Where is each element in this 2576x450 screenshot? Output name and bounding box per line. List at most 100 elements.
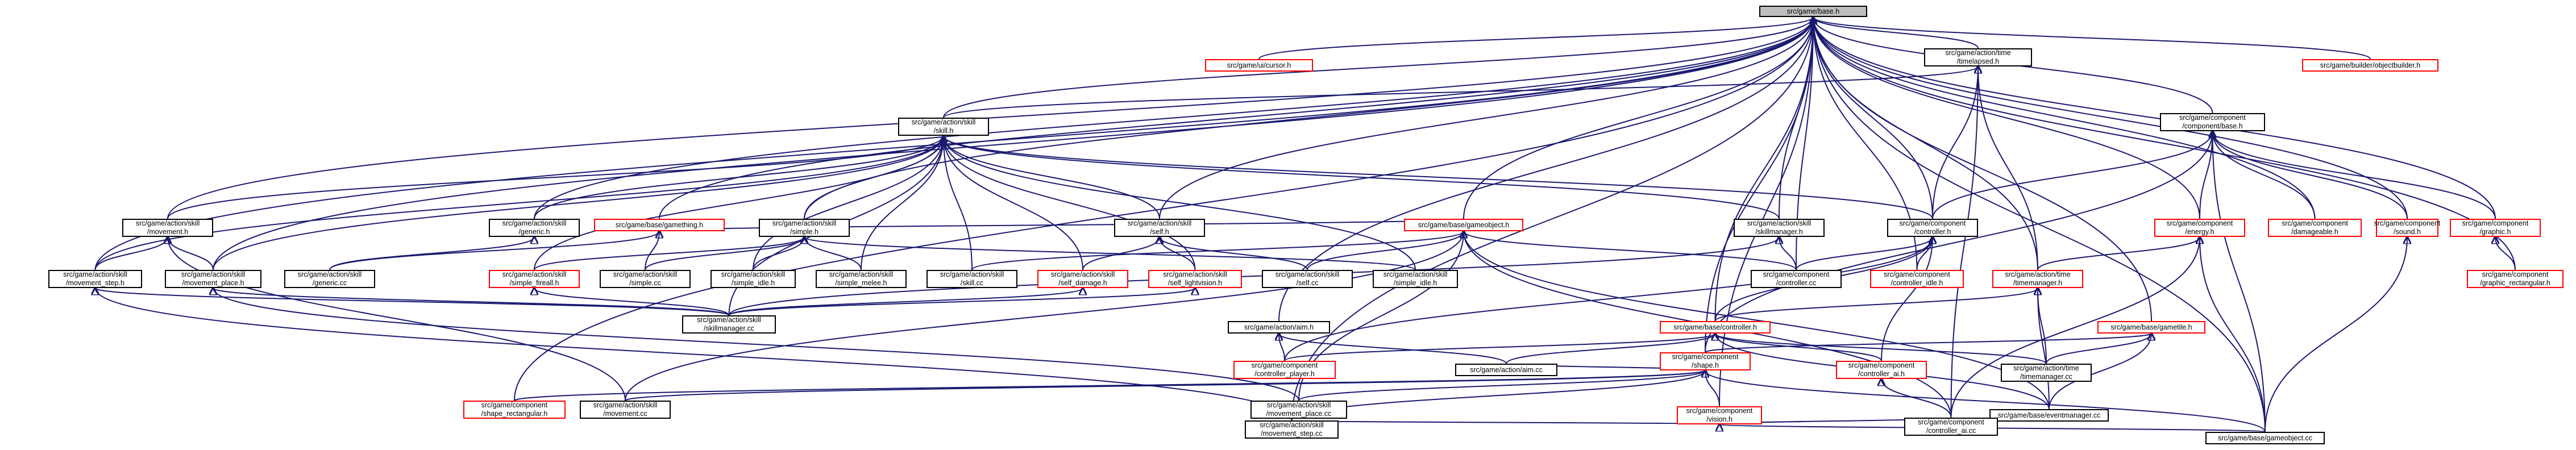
graph-node-ctrlaicc[interactable]: src/game/component/controller_ai.cc [1904,418,1998,436]
graph-node-label: /timelapsed.h [1956,57,2000,65]
dependency-edge-movement-to-base [167,17,1813,219]
graph-node-aimcc[interactable]: src/game/action/aim.cc [1455,364,1557,376]
graph-node-genericcc[interactable]: src/game/action/skill/generic.cc [284,270,375,288]
graph-node-skillcc[interactable]: src/game/action/skill/skill.cc [926,270,1017,288]
graph-node-gametile[interactable]: src/game/base/gametile.h [2097,321,2205,334]
graph-node-timemanagercc[interactable]: src/game/action/time/timemanager.cc [2001,364,2092,382]
graph-node-movement[interactable]: src/game/action/skill/movement.h [122,219,213,237]
graph-node-label: /skill.cc [960,279,984,287]
dependency-edge-timemanager-to-timelapsed [1978,66,2038,270]
graph-node-generich[interactable]: src/game/action/skill/generic.h [489,219,580,237]
graph-node-base[interactable]: src/game/base.h [1759,6,1867,17]
graph-node-gameobject[interactable]: src/game/base/gameobject.h [1404,219,1523,231]
dependency-edge-skillmanagercc-to-selfdamage [728,288,1083,316]
dependency-edge-skillmanager-to-skill [944,136,1780,219]
graph-node-energy[interactable]: src/game/component/energy.h [2154,219,2245,237]
dependency-edge-movplace-to-skill [213,136,944,270]
dependency-edge-controllerh-to-compbase [1932,131,2213,219]
graph-node-simpleft[interactable]: src/game/action/skill/simple_fireall.h [489,270,580,288]
graph-node-sound[interactable]: src/game/component/sound.h [2374,219,2440,237]
graph-node-timemanager[interactable]: src/game/action/time/timemanager.h [1992,270,2083,288]
graph-node-simpleh[interactable]: src/game/action/skill/simple.h [759,219,850,237]
graph-node-label: /self_damage.h [1058,279,1107,287]
graph-node-label: src/game/action/skill [181,270,246,278]
graph-node-simplecc[interactable]: src/game/action/skill/simple.cc [600,270,691,288]
dependency-edge-movementcc-to-shape [625,370,1705,401]
graph-node-label: /simple_idle.h [1393,279,1437,287]
dependency-edge-gamething-to-base [659,17,1813,219]
graph-node-ctrlcc[interactable]: src/game/component/controller.cc [1751,270,1842,288]
dependency-edge-genericcc-to-generich [329,237,534,270]
graph-node-label: src/game/action/skill [297,270,362,278]
graph-node-controllerhb[interactable]: src/game/base/controller.h [1660,321,1771,334]
graph-node-label: src/game/action/skill [1275,270,1340,278]
graph-node-movplacecc[interactable]: src/game/action/skill/movement_place.cc [1250,401,1347,419]
graph-node-skillmanager[interactable]: src/game/action/skill/skillmanager.h [1734,219,1825,237]
graph-node-ctrlai[interactable]: src/game/component/controller_ai.h [1836,361,1927,379]
graph-node-movstepcc[interactable]: src/game/action/skill/movement_step.cc [1245,420,1339,439]
graph-node-cursor[interactable]: src/game/ui/cursor.h [1205,59,1313,72]
graph-node-objectbuilder[interactable]: src/game/builder/objectbuilder.h [2302,59,2438,72]
dependency-edge-skillmanagercc-to-movplace [213,288,730,316]
graph-node-movplace[interactable]: src/game/action/skill/movement_place.h [165,270,261,288]
graph-node-eventmanager[interactable]: src/game/base/eventmanager.cc [1989,409,2109,422]
dependency-edge-ctrlaicc-to-energy [1950,237,2200,418]
graph-node-ctrlidle[interactable]: src/game/component/controller_idle.h [1870,270,1964,288]
graph-node-controllerh[interactable]: src/game/component/controller.h [1887,219,1978,237]
dependency-edge-self-to-base [1159,17,1813,219]
graph-node-shaperect[interactable]: src/game/component/shape_rectangular.h [463,401,566,419]
graph-node-label: src/game/action/skill [1383,270,1448,278]
graph-node-selflight[interactable]: src/game/action/skill/self_lightvision.h [1148,270,1242,288]
graph-node-ctrlplayer[interactable]: src/game/component/controller_player.h [1233,361,1336,379]
dependency-edge-shaperect-to-base [514,17,1813,401]
graph-node-label: src/game/component [1918,418,1984,426]
dependency-edge-gameobject-to-base [1463,17,1813,219]
graph-node-damageable[interactable]: src/game/component/damageable.h [2268,219,2362,237]
graph-node-movstep[interactable]: src/game/action/skill/movement_step.h [48,270,142,288]
graph-node-gamething[interactable]: src/game/base/gamething.h [594,219,725,231]
graph-node-label: src/game/component [1884,270,1950,278]
graph-node-compbase[interactable]: src/game/component/component/base.h [2160,113,2265,131]
graph-node-skillmanagercc[interactable]: src/game/action/skill/skillmanager.cc [682,315,776,334]
dependency-edge-objectbuilder-to-base [1813,17,2371,60]
graph-node-label: src/game/component [2166,219,2233,227]
graph-node-vision[interactable]: src/game/component/vision.h [1677,406,1762,424]
graph-node-simpleidle2[interactable]: src/game/action/skill/simple_idle.h [1373,270,1458,288]
dependency-edge-movplace-to-base [213,17,1813,270]
dependency-edge-movstep-to-skill [94,136,944,270]
graph-node-label: src/game/action/skill [940,270,1004,278]
dependency-edge-eventmanager-to-timemanager [2038,288,2050,410]
graph-node-label: /timemanager.h [2013,279,2063,287]
dependency-edge-selflight-to-skill [944,136,1196,270]
graph-node-selfcc[interactable]: src/game/action/skill/self.cc [1262,270,1353,288]
graph-node-self[interactable]: src/game/action/skill/self.h [1114,219,1205,237]
graph-node-label: src/game/action/skill [829,270,894,278]
dependency-edge-ctrlcc-to-controllerh [1796,237,1933,270]
graph-node-label: src/game/action/skill [63,270,127,278]
dependency-edge-graphic-to-compbase [2213,131,2496,219]
graph-node-label: /self_lightvision.h [1167,279,1223,287]
dependency-edge-aimcc-to-controllerhb [1506,334,1715,364]
graph-node-gameobjectcc[interactable]: src/game/base/gameobject.cc [2205,432,2325,444]
graph-node-movementcc[interactable]: src/game/action/skill/movement.cc [580,401,671,419]
dependency-edge-shape-to-gametile [1705,334,2151,353]
graph-node-simpleidle[interactable]: src/game/action/skill/simple_idle.h [711,270,796,288]
graph-node-label: src/game/base.h [1786,7,1840,15]
graph-node-timelapsed[interactable]: src/game/action/time/timelapsed.h [1924,48,2032,66]
graph-node-aimh[interactable]: src/game/action/aim.h [1228,321,1330,334]
graph-node-graphicrect[interactable]: src/game/component/graphic_rectangular.h [2467,270,2563,288]
graph-node-shape[interactable]: src/game/component/shape.h [1660,352,1751,370]
graph-node-label: /graphic.h [2479,228,2511,236]
dependency-edge-ctrlai-to-controllerh [1881,237,1933,361]
dependency-edge-ctrlcc-to-skillmanager [1779,237,1797,270]
graph-node-graphic[interactable]: src/game/component/graphic.h [2450,219,2541,237]
graph-node-selfdamage[interactable]: src/game/action/skill/self_damage.h [1037,270,1128,288]
graph-node-simplemelee[interactable]: src/game/action/skill/simple_melee.h [816,270,907,288]
graph-node-skill[interactable]: src/game/action/skill/skill.h [898,118,989,136]
dependency-edge-damageable-to-compbase [2213,131,2316,219]
graph-node-label: src/game/base/gametile.h [2110,323,2192,331]
graph-node-label: /self.cc [1296,279,1319,287]
graph-node-label: src/game/component [1672,353,1739,361]
dependency-edge-shape-to-compbase [1705,131,2213,353]
graph-node-label: src/game/action/aim.cc [1470,365,1543,374]
